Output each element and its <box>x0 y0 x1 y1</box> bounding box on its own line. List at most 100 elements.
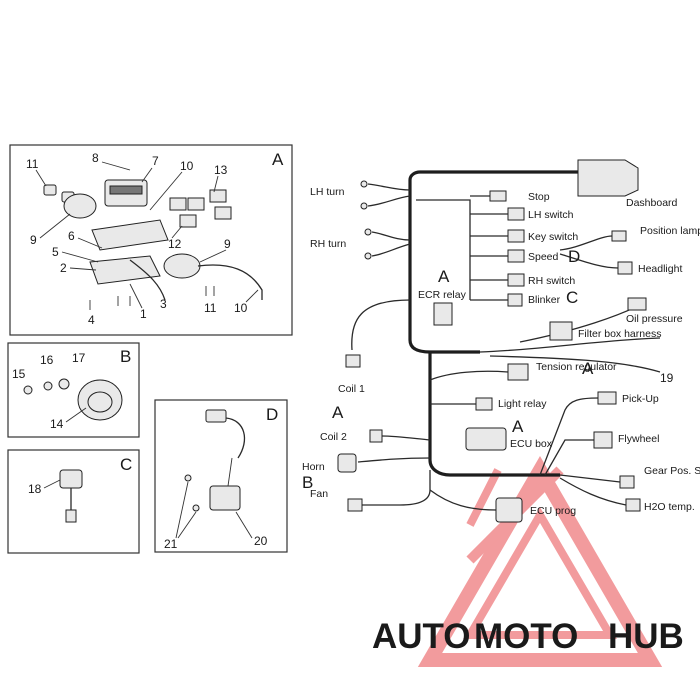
callout-10: 10 <box>180 159 194 173</box>
leader-line <box>101 161 131 171</box>
leader-line <box>171 225 183 239</box>
panel-c-letter: C <box>120 455 132 474</box>
label-blinker: Blinker <box>528 294 561 306</box>
label-key-switch: Key switch <box>528 231 578 243</box>
lh-turn-wire <box>367 183 411 191</box>
pick-up-wire <box>539 397 599 476</box>
label-fan: Fan <box>310 488 328 500</box>
label-rh-switch: RH switch <box>528 275 575 287</box>
rh-turn-terminal <box>364 228 372 236</box>
panel-a-frame <box>9 144 293 336</box>
screw-part <box>184 474 192 482</box>
panel-c: C 18 <box>7 449 140 554</box>
panel-d: D 21 20 <box>154 399 288 553</box>
position-lamp-part <box>209 485 241 511</box>
callout-5: 5 <box>52 245 59 259</box>
label-coil2: Coil 2 <box>320 431 347 443</box>
horn-connector-part <box>337 453 357 473</box>
callout-20: 20 <box>254 534 268 548</box>
rh-turn-terminal <box>364 252 372 260</box>
tension-regulator-connector-part <box>507 363 529 381</box>
wiring-harness: LH turn RH turn Dashboard Stop LH switch… <box>302 159 700 523</box>
tension-regulator-wire <box>429 370 509 381</box>
leader-line <box>43 479 61 489</box>
lh-switch-connector-part <box>507 207 525 221</box>
panel-d-letter: D <box>266 405 278 424</box>
label-lh-switch: LH switch <box>528 209 574 221</box>
ecr-relay-part <box>433 302 453 326</box>
position-lamp-connector-part <box>205 409 227 423</box>
lh-turn-wire <box>367 195 411 207</box>
bracket-plate-part <box>91 219 169 251</box>
relay-part <box>187 197 205 211</box>
panel-d-frame <box>154 399 288 553</box>
leader-line <box>141 167 153 183</box>
relay-part <box>209 189 227 203</box>
callout-11: 11 <box>26 157 39 171</box>
h2o-temp-wire <box>559 477 627 506</box>
ref-letter-ecr-relay: A <box>438 267 450 286</box>
ecu-prog-wire <box>429 489 497 511</box>
screw-part <box>192 504 200 512</box>
leader-line <box>175 481 189 539</box>
leader-line <box>77 237 103 249</box>
speed-connector-part <box>507 249 525 263</box>
callout-18: 18 <box>28 482 42 496</box>
callout-6: 6 <box>68 229 75 243</box>
label-horn: Horn <box>302 461 325 473</box>
rh-turn-wire <box>371 243 411 257</box>
coil1-connector-part <box>345 354 361 368</box>
rh-turn-wire <box>371 231 411 241</box>
label-oil-pressure: Oil pressure <box>626 313 683 325</box>
callout-15: 15 <box>12 367 26 381</box>
blinker-connector-part <box>507 293 523 307</box>
label-pick-up: Pick-Up <box>622 393 659 405</box>
headlight-connector-part <box>617 261 633 275</box>
label-ecr-relay: ECR relay <box>418 289 467 301</box>
relay-part <box>214 206 232 220</box>
ecu-prog-connector-part <box>495 497 523 523</box>
coil2-connector-part <box>369 429 383 443</box>
label-tension-regulator: Tension regulator <box>536 361 617 373</box>
leader-line <box>61 251 99 263</box>
ref-letter-oil-pressure: C <box>566 288 578 307</box>
gear-pos-wire <box>559 474 621 483</box>
callout-11: 11 <box>204 301 217 315</box>
callout-4: 4 <box>88 313 95 327</box>
cable-part <box>129 259 166 301</box>
coil-part <box>63 193 97 219</box>
label-flywheel: Flywheel <box>618 433 659 445</box>
lh-turn-terminal <box>360 180 368 188</box>
leader-line <box>129 283 143 309</box>
position-lamp-wire <box>559 235 613 251</box>
oil-pressure-connector-part <box>627 297 647 311</box>
label-h2o-temp: H2O temp. <box>644 501 695 513</box>
label-headlight: Headlight <box>638 263 682 275</box>
relay-part <box>169 197 187 211</box>
callout-8: 8 <box>92 151 99 165</box>
watermark-logo: AUTO MOTO HUB <box>372 617 684 656</box>
spring-washer-part <box>58 378 70 390</box>
ecu-box-connector-part <box>465 427 507 451</box>
leader-line <box>69 267 97 271</box>
harness-19-wire <box>489 355 661 373</box>
rh-switch-connector-part <box>507 273 525 287</box>
lamp-wire <box>225 417 246 459</box>
lh-turn-terminal <box>360 202 368 210</box>
callout-1: 1 <box>140 307 147 321</box>
label-coil1: Coil 1 <box>338 383 365 395</box>
flywheel-wire <box>544 439 594 476</box>
panel-b: B 15 16 17 14 <box>7 342 140 438</box>
leader-line <box>235 511 253 539</box>
dashboard-connector-part <box>577 159 639 197</box>
bulb-part <box>43 184 57 196</box>
watermark-hub: HUB <box>608 617 684 656</box>
label-ecu-box: ECU box <box>510 438 553 450</box>
gear-pos-connector-part <box>619 475 635 489</box>
light-relay-connector-part <box>475 397 493 411</box>
harness-trunk-dashboard <box>408 170 580 200</box>
label-position-lamp: Position lamp <box>640 225 700 237</box>
label-rh-turn: RH turn <box>310 238 346 250</box>
